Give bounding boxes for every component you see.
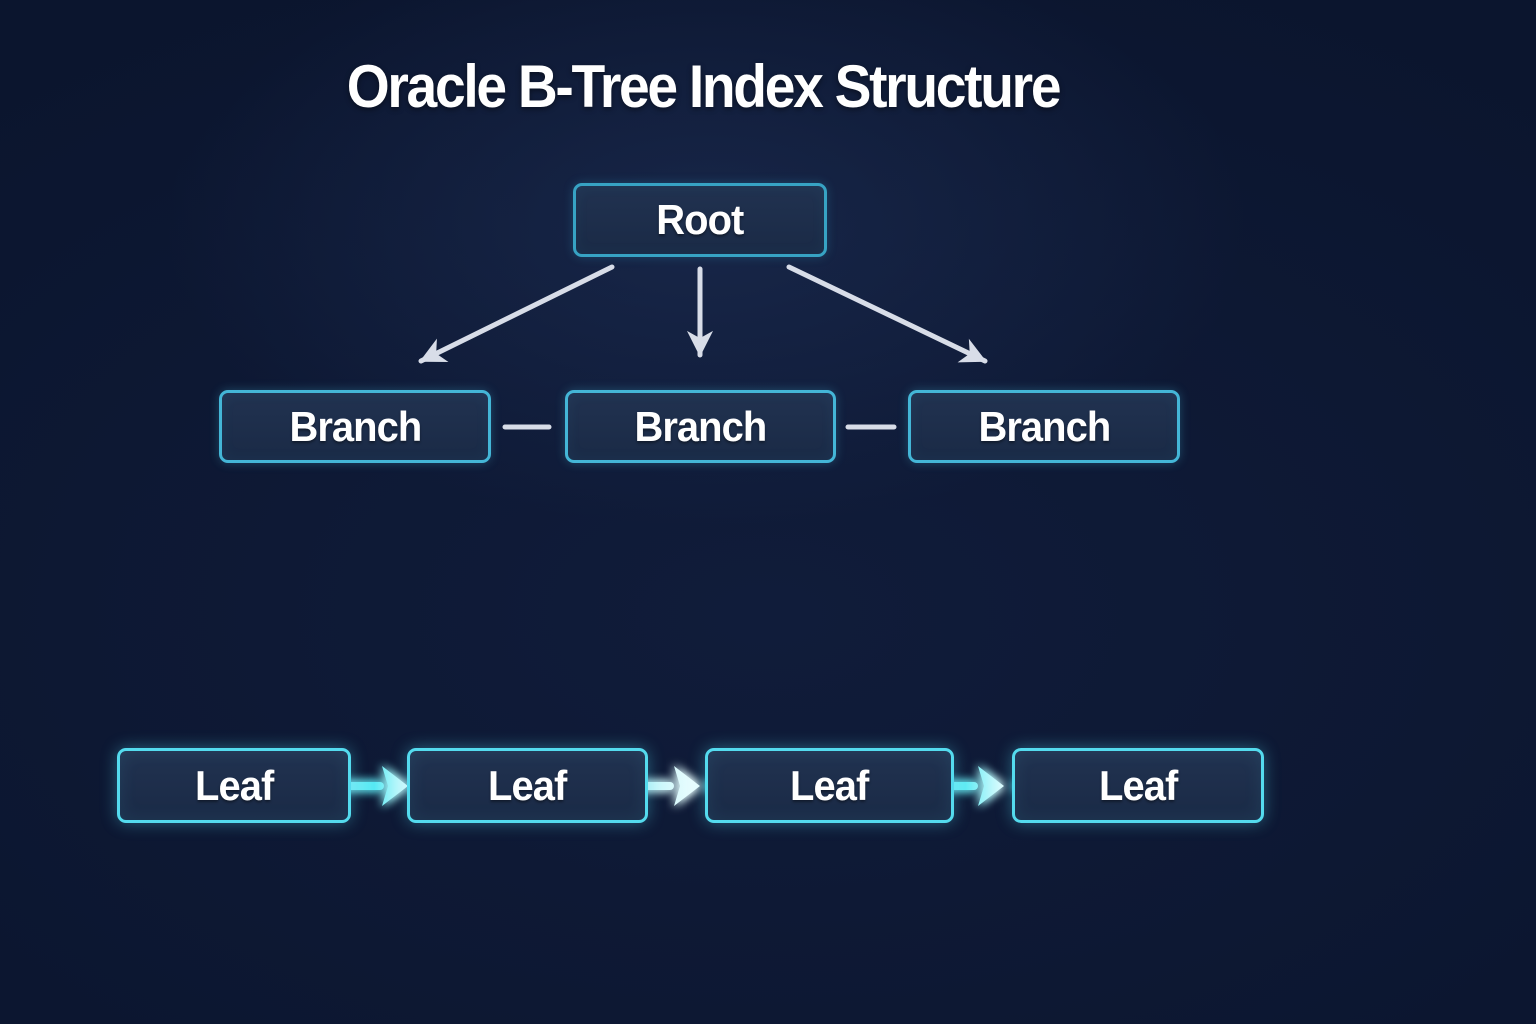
branch-node-1: Branch bbox=[219, 390, 491, 463]
leaf-node-label: Leaf bbox=[194, 761, 274, 809]
branch-node-label: Branch bbox=[978, 402, 1111, 450]
branch-node-2: Branch bbox=[565, 390, 836, 463]
leaf-node-label: Leaf bbox=[488, 761, 567, 809]
leaf-node-4: Leaf bbox=[1012, 748, 1264, 823]
root-to-branch3-arrow bbox=[786, 264, 988, 364]
leaf-node-1: Leaf bbox=[117, 748, 351, 823]
diagram-title: Oracle B-Tree Index Structure bbox=[346, 53, 1062, 120]
leaf-node-3: Leaf bbox=[705, 748, 954, 823]
root-to-branch-arrows bbox=[418, 264, 988, 364]
leaf-node-2: Leaf bbox=[407, 748, 648, 823]
root-node-label: Root bbox=[656, 196, 744, 243]
root-node: Root bbox=[573, 183, 827, 257]
branch-node-label: Branch bbox=[634, 402, 768, 450]
branch-node-label: Branch bbox=[289, 402, 422, 450]
branch-node-3: Branch bbox=[908, 390, 1180, 463]
leaf-node-label: Leaf bbox=[790, 761, 869, 809]
leaf-node-label: Leaf bbox=[1098, 761, 1178, 809]
root-to-branch1-arrow bbox=[418, 264, 615, 364]
